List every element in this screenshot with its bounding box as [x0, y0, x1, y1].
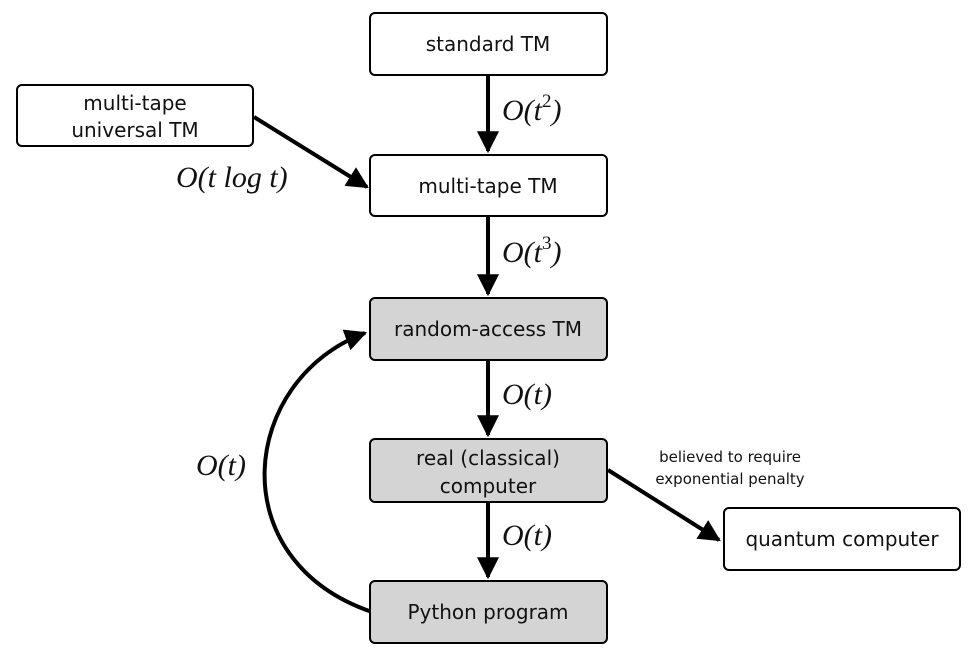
edge-label-multitape-to-random: O(t3) — [502, 233, 562, 269]
edge-label-real-to-quantum-line2: exponential penalty — [655, 470, 804, 488]
node-random-access-tm-label: random-access TM — [394, 317, 582, 341]
node-multi-tape-universal-tm: multi-tape universal TM — [16, 84, 254, 147]
node-standard-tm: standard TM — [369, 12, 608, 76]
edge-label-random-to-real: O(t) — [502, 378, 552, 411]
node-python-program-label: Python program — [407, 600, 568, 624]
node-quantum-computer: quantum computer — [723, 507, 961, 571]
edge-label-real-to-quantum-line1: believed to require — [659, 448, 801, 466]
node-standard-tm-label: standard TM — [426, 32, 551, 56]
edge-real-to-quantum — [606, 468, 721, 542]
edge-python-to-random — [262, 329, 373, 614]
edge-universal-to-multitape — [252, 115, 369, 189]
edge-label-python-to-random: O(t) — [196, 449, 246, 482]
node-multi-tape-universal-tm-label-line2: universal TM — [71, 118, 198, 142]
node-random-access-tm: random-access TM — [369, 297, 608, 361]
edge-label-real-to-python: O(t) — [502, 519, 552, 552]
node-python-program: Python program — [369, 580, 608, 644]
node-real-computer: real (classical) computer — [369, 438, 608, 503]
node-multi-tape-tm-label: multi-tape TM — [418, 174, 557, 198]
node-multi-tape-universal-tm-label-line1: multi-tape — [83, 91, 186, 115]
node-real-computer-label-line2: computer — [440, 474, 537, 498]
node-multi-tape-tm: multi-tape TM — [369, 154, 608, 217]
edge-label-standard-to-multitape: O(t2) — [502, 91, 562, 127]
node-quantum-computer-label: quantum computer — [745, 527, 939, 551]
node-real-computer-label-line1: real (classical) — [416, 446, 560, 470]
edge-label-universal-to-multitape: O(t log t) — [176, 161, 288, 194]
